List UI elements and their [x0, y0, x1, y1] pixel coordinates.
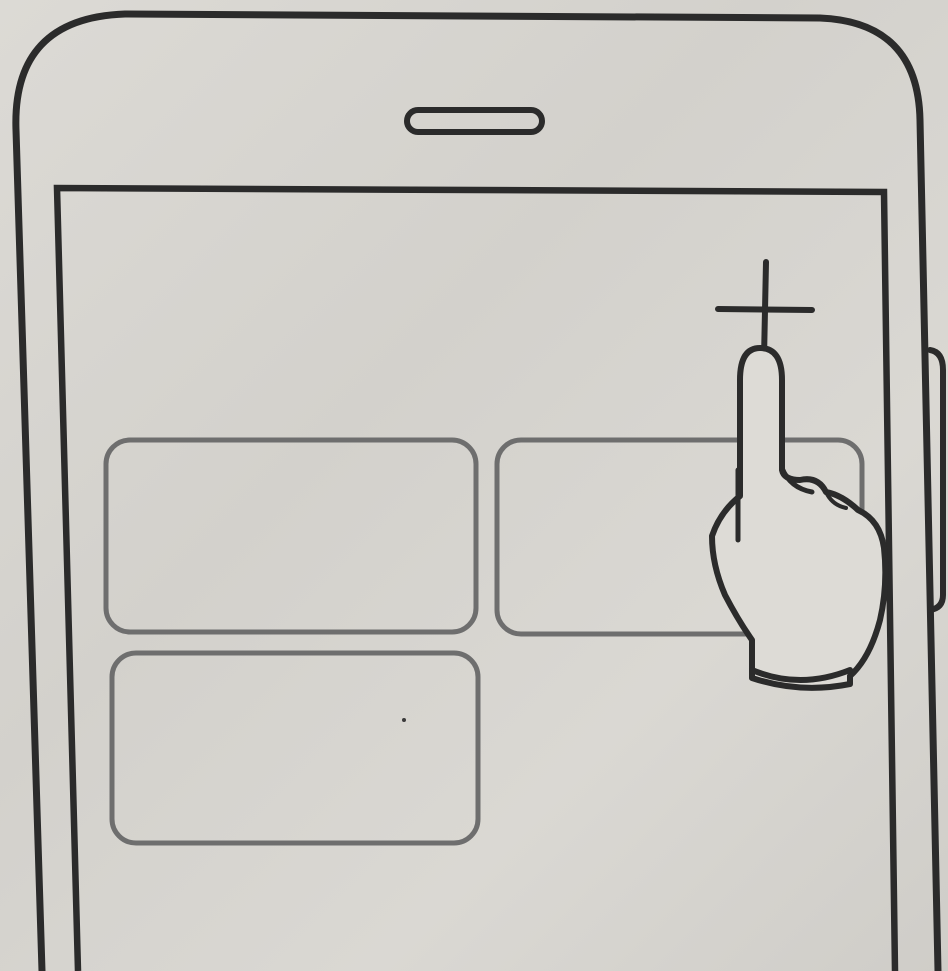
widget-box-3 [112, 653, 478, 843]
plus-icon[interactable] [718, 262, 812, 358]
paper-speck [402, 718, 406, 722]
speaker-slot [407, 110, 542, 132]
tap-hand-icon [712, 348, 885, 688]
widget-box-1 [106, 440, 476, 632]
